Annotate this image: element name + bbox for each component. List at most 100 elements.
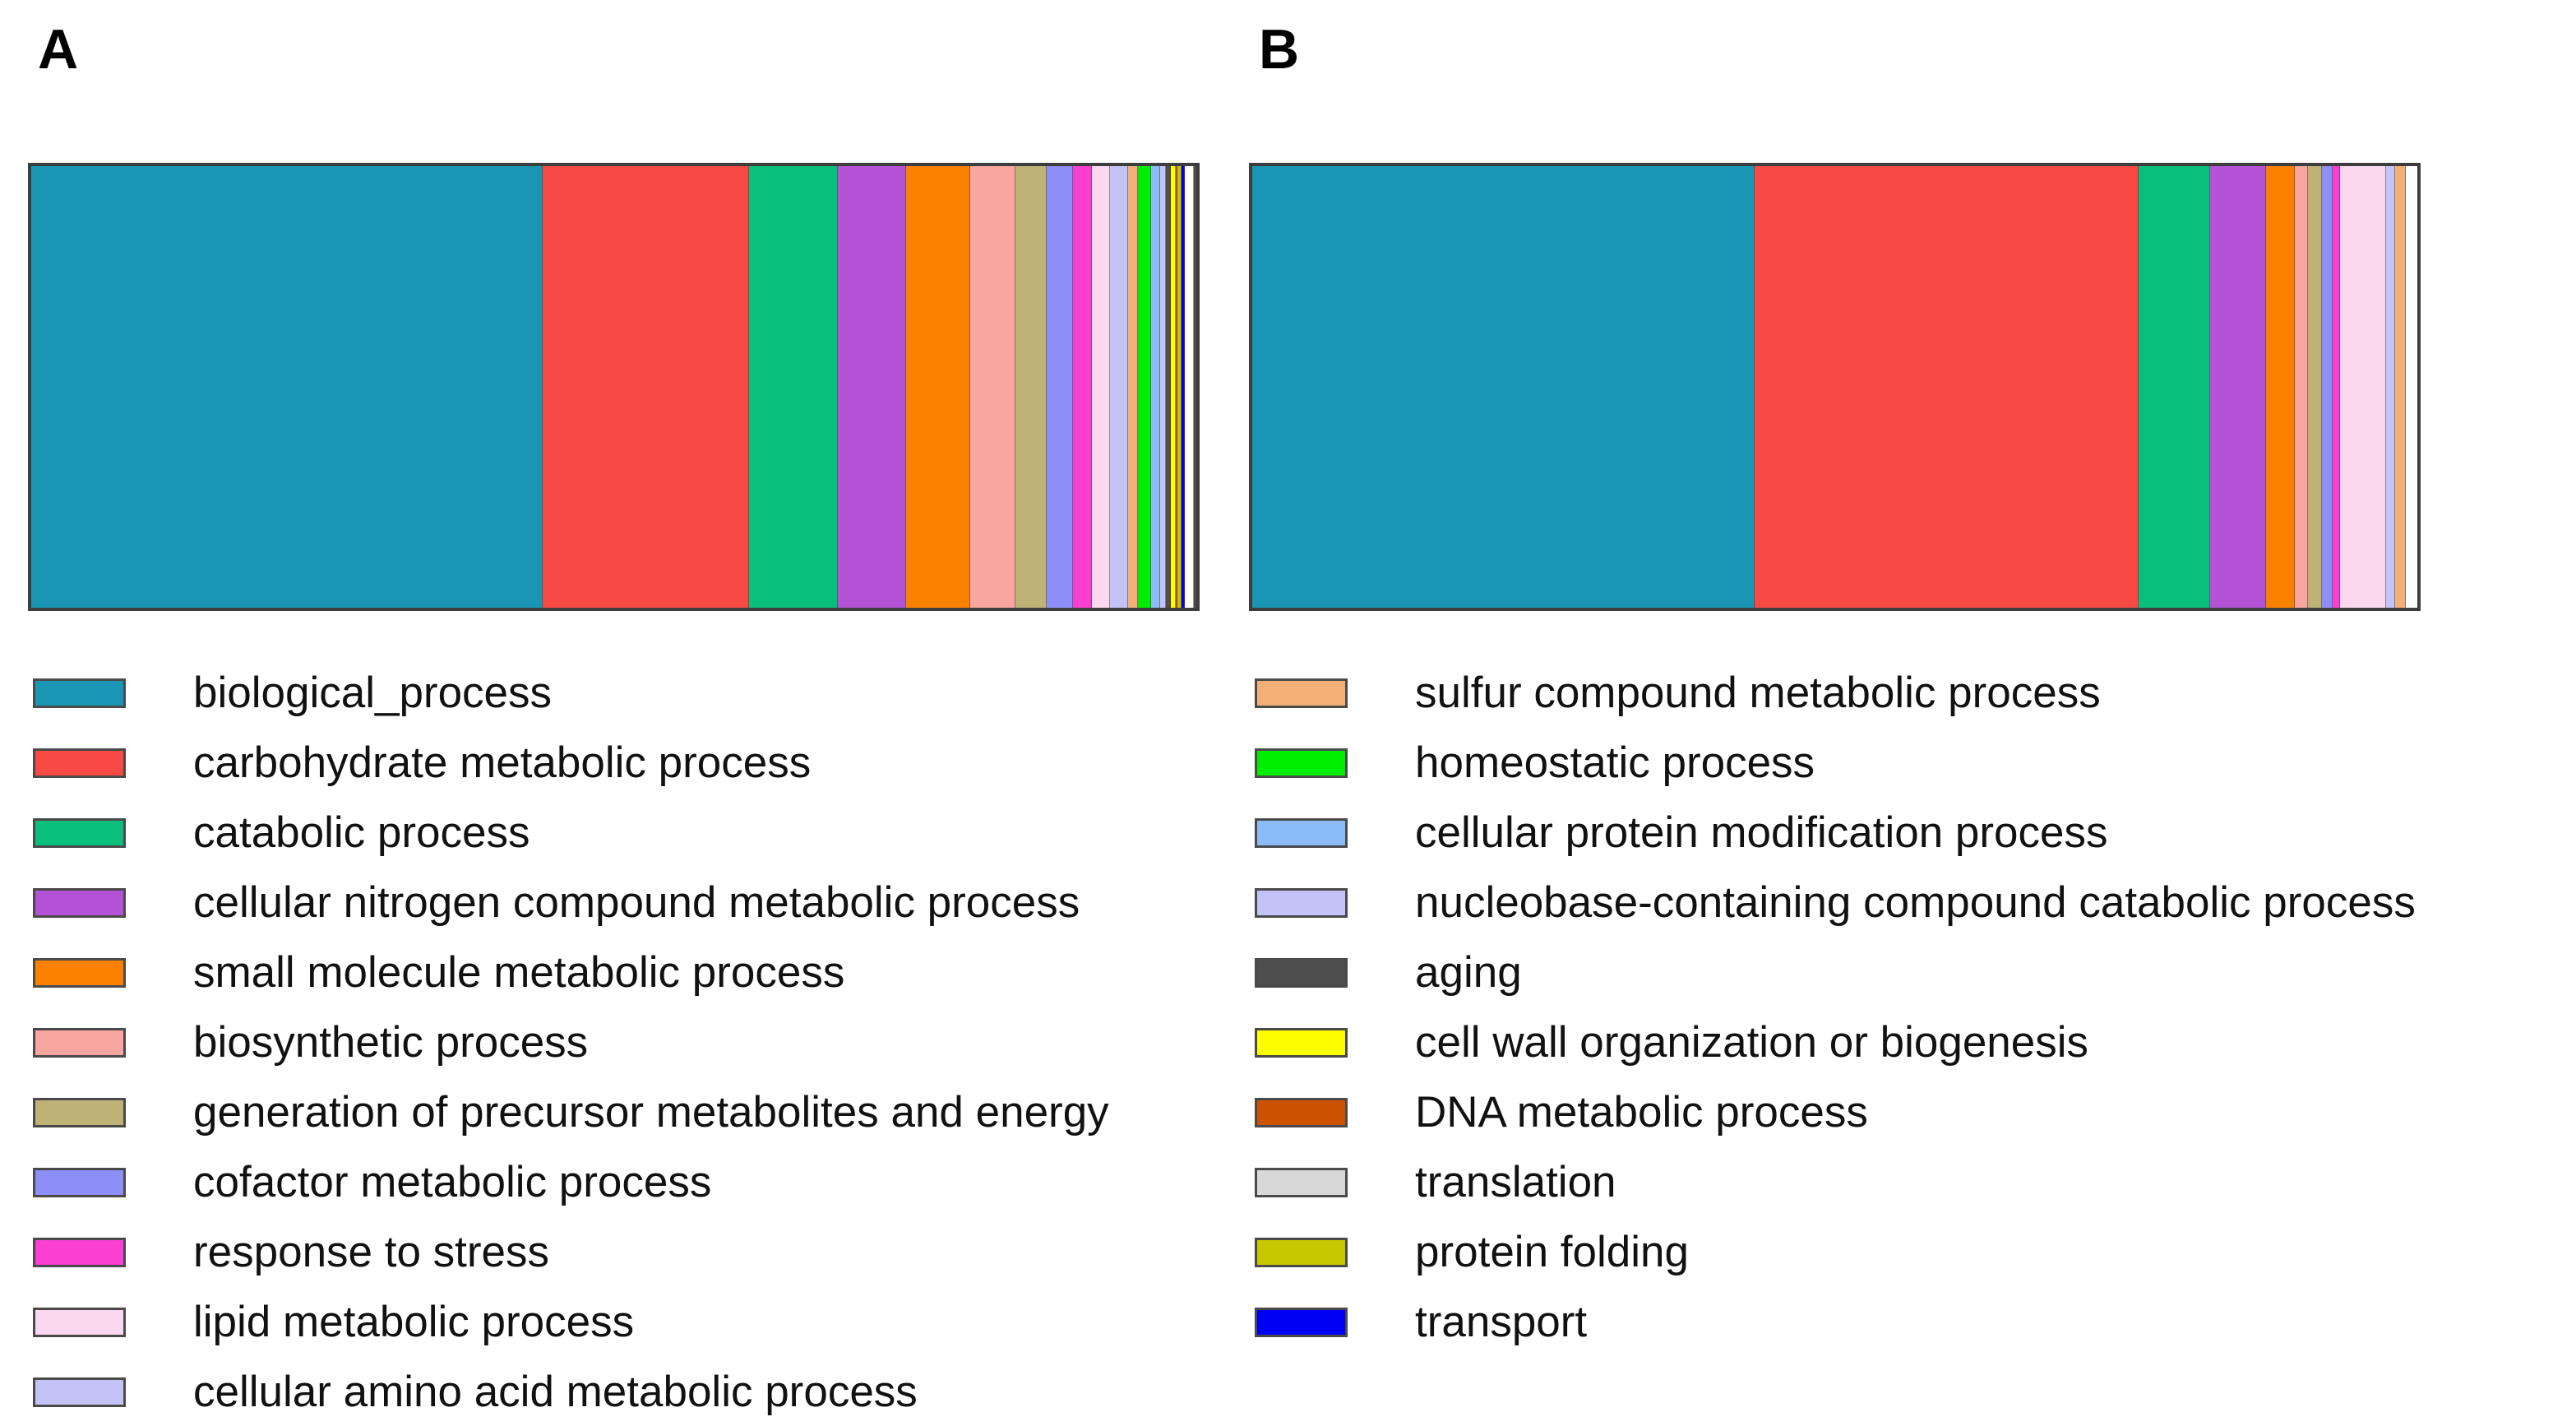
legend-item: small molecule metabolic process: [33, 938, 1233, 1007]
legend-item: homeostatic process: [1255, 728, 2554, 798]
bar-segment: [1193, 166, 1196, 608]
legend-item: cellular amino acid metabolic process: [33, 1357, 1233, 1426]
bar-segment: [2307, 166, 2322, 608]
legend-label: transport: [1415, 1297, 1588, 1346]
legend-swatch-icon: [1255, 678, 1348, 708]
panel-label-a: A: [38, 18, 79, 81]
legend-item: transport: [1255, 1287, 2554, 1357]
legend-column-left: biological_process carbohydrate metabolic…: [33, 658, 1233, 1426]
legend-item: lipid metabolic process: [33, 1287, 1233, 1357]
legend-label: small molecule metabolic process: [193, 947, 845, 997]
legend-item: biological_process: [33, 658, 1233, 728]
bar-segment: [2265, 166, 2296, 608]
legend-item: carbohydrate metabolic process: [33, 728, 1233, 798]
bar-segment: [969, 166, 1015, 608]
legend-label: biological_process: [193, 668, 553, 717]
legend-item: generation of precursor metabolites and …: [33, 1077, 1233, 1147]
legend-item: cofactor metabolic process: [33, 1147, 1233, 1217]
legend-item: aging: [1255, 938, 2554, 1007]
legend-swatch-icon: [1255, 1167, 1348, 1197]
legend-label: homeostatic process: [1415, 738, 1815, 787]
legend-item: protein folding: [1255, 1217, 2554, 1287]
legend-label: response to stress: [193, 1227, 550, 1276]
bar-segment: [2332, 166, 2341, 608]
legend-swatch-icon: [33, 1097, 126, 1127]
legend-label: lipid metabolic process: [193, 1297, 635, 1346]
panel-label-b: B: [1259, 18, 1300, 81]
bar-segment: [1252, 166, 1755, 608]
legend-label: cellular amino acid metabolic process: [193, 1367, 918, 1416]
bar-segment: [2139, 166, 2210, 608]
bar-segment: [1150, 166, 1161, 608]
legend-label: protein folding: [1415, 1227, 1689, 1276]
legend-item: response to stress: [33, 1217, 1233, 1287]
legend-column-right: sulfur compound metabolic process homeost…: [1255, 658, 2554, 1357]
legend-item: translation: [1255, 1147, 2554, 1217]
legend-swatch-icon: [33, 817, 126, 848]
bar-segment: [2395, 166, 2406, 608]
bar-segment: [1177, 166, 1182, 608]
legend-label: cell wall organization or biogenesis: [1415, 1017, 2089, 1067]
legend-label: catabolic process: [193, 808, 530, 857]
bar-segment: [1110, 166, 1128, 608]
legend-label: cellular protein modification process: [1415, 808, 2108, 857]
legend-label: biosynthetic process: [193, 1017, 589, 1067]
legend-label: DNA metabolic process: [1415, 1087, 1868, 1137]
legend-label: cofactor metabolic process: [193, 1157, 712, 1206]
bar-segment: [1754, 166, 2139, 608]
bar-segment: [1175, 166, 1178, 608]
bar-segment: [1046, 166, 1074, 608]
stacked-bar-a: [28, 163, 1200, 611]
bar-segment: [1015, 166, 1047, 608]
bar-segment: [1138, 166, 1151, 608]
bar-segment: [1170, 166, 1176, 608]
legend-swatch-icon: [1255, 957, 1348, 988]
bar-segment: [1073, 166, 1092, 608]
legend-swatch-icon: [1255, 1307, 1348, 1337]
legend-swatch-icon: [33, 748, 126, 778]
legend-swatch-icon: [1255, 887, 1348, 918]
bar-segment: [1166, 166, 1171, 608]
legend-swatch-icon: [33, 678, 126, 708]
bar-segment: [1091, 166, 1111, 608]
bar-segment: [2209, 166, 2266, 608]
legend-swatch-icon: [1255, 1237, 1348, 1267]
bar-segment: [31, 166, 543, 608]
legend-swatch-icon: [33, 1377, 126, 1407]
bar-segment: [2321, 166, 2333, 608]
legend-swatch-icon: [33, 1307, 126, 1337]
legend-item: nucleobase-containing compound catabolic…: [1255, 868, 2554, 938]
legend-item: DNA metabolic process: [1255, 1077, 2554, 1147]
bar-segment: [1160, 166, 1167, 608]
legend-swatch-icon: [1255, 817, 1348, 848]
legend-swatch-icon: [33, 887, 126, 918]
legend-label: translation: [1415, 1157, 1616, 1206]
legend-swatch-icon: [33, 1167, 126, 1197]
legend-item: cellular nitrogen compound metabolic pro…: [33, 868, 1233, 938]
bar-segment: [2385, 166, 2395, 608]
bar-segment: [2340, 166, 2386, 608]
legend-label: carbohydrate metabolic process: [193, 738, 812, 787]
bar-segment: [1127, 166, 1139, 608]
legend-swatch-icon: [33, 1237, 126, 1267]
legend-label: aging: [1415, 947, 1522, 997]
legend-item: catabolic process: [33, 798, 1233, 868]
legend-item: biosynthetic process: [33, 1007, 1233, 1077]
bar-segment: [1181, 166, 1186, 608]
bar-segment: [1185, 166, 1194, 608]
legend-label: nucleobase-containing compound catabolic…: [1415, 877, 2416, 927]
legend-swatch-icon: [1255, 1097, 1348, 1127]
legend-label: generation of precursor metabolites and …: [193, 1087, 1109, 1137]
legend-swatch-icon: [1255, 1027, 1348, 1058]
legend-label: sulfur compound metabolic process: [1415, 668, 2101, 717]
legend-item: cell wall organization or biogenesis: [1255, 1007, 2554, 1077]
legend-label: cellular nitrogen compound metabolic pro…: [193, 877, 1080, 927]
legend-item: sulfur compound metabolic process: [1255, 658, 2554, 728]
bar-segment: [906, 166, 970, 608]
legend-item: cellular protein modification process: [1255, 798, 2554, 868]
legend-swatch-icon: [33, 957, 126, 988]
bar-segment: [542, 166, 749, 608]
bar-segment: [2295, 166, 2308, 608]
legend-swatch-icon: [1255, 748, 1348, 778]
